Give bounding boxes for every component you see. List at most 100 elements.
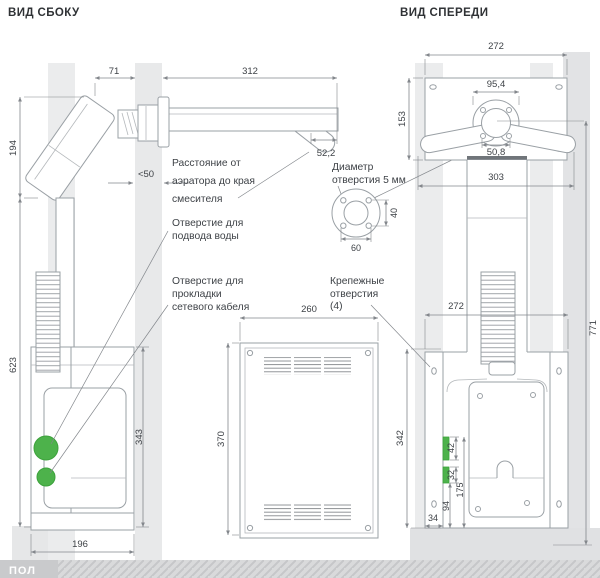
flange-screw-hole [480,133,486,139]
counter-edge-bar [467,156,527,160]
detail-flange [331,188,381,238]
note-cable-hole: Отверстие для прокладки сетевого кабеля [49,276,249,474]
svg-text:Расстояние от: Расстояние от [172,158,241,169]
dim-42: 42 [446,436,459,461]
dim-194: 194 [8,96,84,199]
water-inlet-hole [33,435,59,461]
svg-text:32: 32 [446,470,456,480]
unit-screw [364,524,372,532]
cable-hole [36,467,56,487]
vent-grille-bottom [264,504,351,522]
note-mounting-holes: Крепежные отверстия (4) [330,276,431,368]
panel-screw [475,506,481,512]
service-panel [468,381,545,518]
dim-312: 312 [163,66,338,144]
spout-side [161,107,339,132]
unit-body-front [442,351,551,529]
dim-623: 623 [8,198,31,528]
svg-text:623: 623 [8,357,19,373]
svg-text:Отверстие для: Отверстие для [172,276,243,287]
svg-text:175: 175 [455,482,465,497]
plate-hole [429,84,437,90]
svg-text:34: 34 [428,513,438,523]
wall-connector [117,96,170,148]
panel-screw [524,500,530,506]
vent-grille-top [264,357,351,375]
panel-screw [477,393,483,399]
front-pedestal [410,528,600,560]
front-view-unit [424,160,569,529]
flange-screw-hole [506,133,512,139]
svg-text:771: 771 [588,320,599,336]
floor-label: ПОЛ [9,565,36,577]
note-water-hole: Отверстие для подвода воды [50,218,243,445]
svg-text:272: 272 [448,301,464,312]
unit-screw [364,349,372,357]
green-connector-2 [442,466,450,484]
mounting-panel-strip [135,63,162,560]
svg-text:отверстия: отверстия [330,289,378,300]
side-view-callouts: Расстояние от аэратора до края смесителя… [49,151,310,474]
svg-text:52,2: 52,2 [317,148,336,159]
hole-detail-label: Диаметр [332,162,374,173]
svg-text:42: 42 [446,443,456,453]
tank-shoulder-right [516,378,548,393]
svg-text:сетевого кабеля: сетевого кабеля [172,301,249,313]
svg-text:подвода воды: подвода воды [172,231,239,242]
bracket-hole [556,500,562,508]
svg-text:153: 153 [397,111,408,127]
hole-detail: Диаметр отверстия 5 мм 40 60 [331,136,500,253]
front-view-title: ВИД СПЕРЕДИ [400,7,488,19]
unit-screw [246,349,254,357]
svg-text:40: 40 [389,208,399,218]
detail-screw-hole [365,197,372,204]
side-view-title: ВИД СБОКУ [8,7,80,19]
flange-screw-hole [480,107,486,113]
side-view-drawing [25,95,339,531]
dim-52-2: 52,2 [310,133,337,159]
hose-collar [488,361,516,376]
dim-272-unit: 272 [424,301,569,349]
floor-hatch [0,560,600,578]
detail-center-hole [343,200,369,226]
hose-coil-front [480,271,516,365]
dim-panel-thickness: <50 [108,169,189,185]
unit-screw [246,524,254,532]
svg-text:260: 260 [301,304,317,315]
dim-260: 260 [239,304,379,341]
svg-text:50,8: 50,8 [487,147,506,158]
note-aerator: Расстояние от аэратора до края смесителя [172,151,310,205]
front-view-faucet [420,77,576,161]
supply-hose-coil [35,271,61,373]
dim-94: 94 [441,483,452,528]
svg-text:342: 342 [395,430,406,446]
svg-text:312: 312 [242,66,258,77]
faucet-body [25,95,115,201]
bracket-hole [431,367,437,375]
svg-text:аэратора до края: аэратора до края [172,176,255,187]
detail-screw-hole [340,197,347,204]
dim-370: 370 [216,342,239,536]
floor-label-chip [0,560,58,578]
dim-34: 34 [425,513,443,528]
svg-text:Крепежные: Крепежные [330,276,385,287]
front-view-dimensions: 272 153 95,4 50,8 303 [395,41,599,546]
control-unit-door [244,347,374,534]
bracket-hole [556,367,562,375]
dim-175: 175 [455,437,466,528]
under-sink-unit [30,346,135,531]
dim-40: 40 [372,199,399,227]
svg-text:194: 194 [8,140,19,156]
dim-71: 71 [94,66,135,96]
svg-text:отверстия 5 мм: отверстия 5 мм [332,175,406,186]
svg-text:196: 196 [72,539,88,550]
detail-screw-hole [340,222,347,229]
svg-text:343: 343 [134,429,145,445]
svg-text:303: 303 [488,172,504,183]
dim-303: 303 [417,152,575,190]
green-connector-1 [442,436,450,461]
unit-plinth [30,512,135,531]
svg-text:Отверстие для: Отверстие для [172,218,243,229]
